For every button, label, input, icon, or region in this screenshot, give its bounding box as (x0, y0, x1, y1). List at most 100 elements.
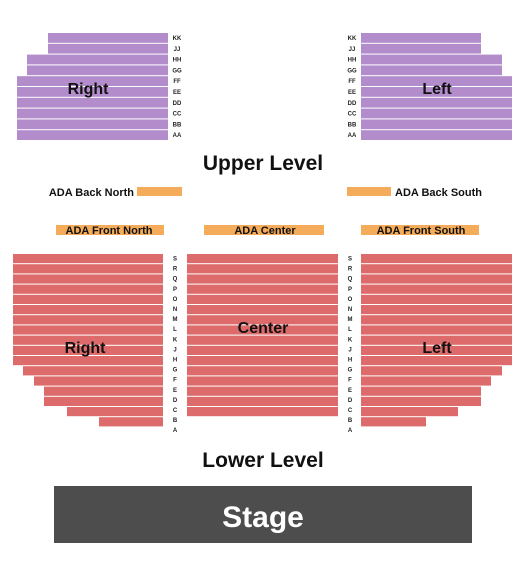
lower-center-section[interactable] (187, 254, 338, 417)
seat-row[interactable] (48, 43, 168, 54)
seat-row[interactable] (17, 87, 168, 97)
seat-row[interactable] (13, 315, 163, 325)
seat-row[interactable] (361, 335, 512, 345)
seat-row[interactable] (361, 97, 512, 108)
row-label: B (173, 418, 178, 424)
seat-row[interactable] (187, 366, 338, 376)
seat-row[interactable] (361, 65, 502, 76)
row-label: AA (173, 133, 182, 139)
row-label: KK (173, 36, 182, 42)
seat-row[interactable] (23, 366, 163, 376)
seat-row[interactable] (13, 335, 163, 345)
seat-row[interactable] (361, 274, 512, 284)
seat-row[interactable] (34, 376, 163, 386)
seat-row[interactable] (99, 417, 163, 427)
seat-row[interactable] (361, 119, 512, 130)
seat-row[interactable] (187, 396, 338, 406)
seat-row[interactable] (13, 305, 163, 315)
row-label: O (173, 297, 178, 303)
seat-row[interactable] (13, 345, 163, 355)
seat-row[interactable] (17, 97, 168, 108)
row-label: R (348, 267, 353, 273)
lower-right-section[interactable] (13, 254, 163, 427)
seat-row[interactable] (27, 54, 168, 65)
seat-row[interactable] (187, 376, 338, 386)
row-label: K (348, 337, 353, 343)
row-label: KK (348, 36, 357, 42)
seat-row[interactable] (361, 76, 512, 86)
seat-row[interactable] (187, 254, 338, 264)
seat-row[interactable] (44, 396, 163, 406)
seat-row[interactable] (48, 33, 168, 43)
seat-row[interactable] (361, 284, 512, 294)
row-label: F (348, 378, 352, 384)
seat-row[interactable] (361, 130, 512, 140)
seat-row[interactable] (67, 407, 163, 417)
seat-row[interactable] (13, 294, 163, 304)
lower-right-section-label: Right (65, 340, 107, 357)
seat-row[interactable] (361, 264, 512, 274)
seat-row[interactable] (361, 305, 512, 315)
row-label: J (173, 347, 176, 353)
seat-row[interactable] (17, 108, 168, 119)
ada-front-north-area[interactable] (56, 225, 164, 235)
seat-row[interactable] (13, 264, 163, 274)
row-label: BB (348, 122, 357, 128)
seat-row[interactable] (13, 284, 163, 294)
seat-row[interactable] (361, 43, 481, 54)
lower-left-section[interactable] (361, 254, 512, 427)
seat-row[interactable] (361, 254, 512, 264)
ada-center-label: ADA Center (234, 225, 296, 237)
seat-row[interactable] (44, 386, 163, 396)
ada-front-south-area[interactable] (361, 225, 479, 235)
ada-center-area[interactable] (204, 225, 324, 235)
seat-row[interactable] (361, 294, 512, 304)
seat-row[interactable] (361, 87, 512, 97)
row-label: G (348, 368, 353, 374)
seat-row[interactable] (13, 356, 163, 366)
ada-back-north-area[interactable] (137, 187, 182, 196)
seat-row[interactable] (361, 376, 491, 386)
seat-row[interactable] (361, 33, 481, 43)
seat-row[interactable] (187, 284, 338, 294)
seat-row[interactable] (361, 417, 426, 427)
seat-row[interactable] (361, 345, 512, 355)
seat-row[interactable] (187, 335, 338, 345)
seat-row[interactable] (187, 274, 338, 284)
seat-row[interactable] (361, 356, 512, 366)
seat-row[interactable] (187, 325, 338, 335)
row-label: R (173, 267, 178, 273)
seat-row[interactable] (17, 130, 168, 140)
seat-row[interactable] (13, 274, 163, 284)
seat-row[interactable] (187, 356, 338, 366)
seat-row[interactable] (361, 54, 502, 65)
seat-row[interactable] (361, 407, 458, 417)
seat-row[interactable] (17, 119, 168, 130)
seat-row[interactable] (13, 325, 163, 335)
row-label: BB (173, 122, 182, 128)
row-label: Q (173, 277, 178, 283)
row-label: GG (172, 68, 182, 74)
row-label: M (173, 317, 178, 323)
upper-left-section[interactable] (361, 33, 512, 140)
seat-row[interactable] (17, 76, 168, 86)
seat-row[interactable] (187, 264, 338, 274)
seat-row[interactable] (361, 315, 512, 325)
seat-row[interactable] (27, 65, 168, 76)
seat-row[interactable] (361, 386, 481, 396)
seat-row[interactable] (187, 294, 338, 304)
row-label: J (348, 347, 351, 353)
seat-row[interactable] (361, 396, 481, 406)
seat-row[interactable] (187, 315, 338, 325)
ada-back-south-area[interactable] (347, 187, 391, 196)
seat-row[interactable] (187, 305, 338, 315)
seat-row[interactable] (13, 254, 163, 264)
seat-row[interactable] (187, 407, 338, 417)
seat-row[interactable] (361, 366, 502, 376)
stage (54, 486, 472, 543)
seat-row[interactable] (187, 345, 338, 355)
seat-row[interactable] (187, 386, 338, 396)
seat-row[interactable] (361, 325, 512, 335)
seat-row[interactable] (361, 108, 512, 119)
upper-right-section[interactable] (17, 33, 168, 140)
